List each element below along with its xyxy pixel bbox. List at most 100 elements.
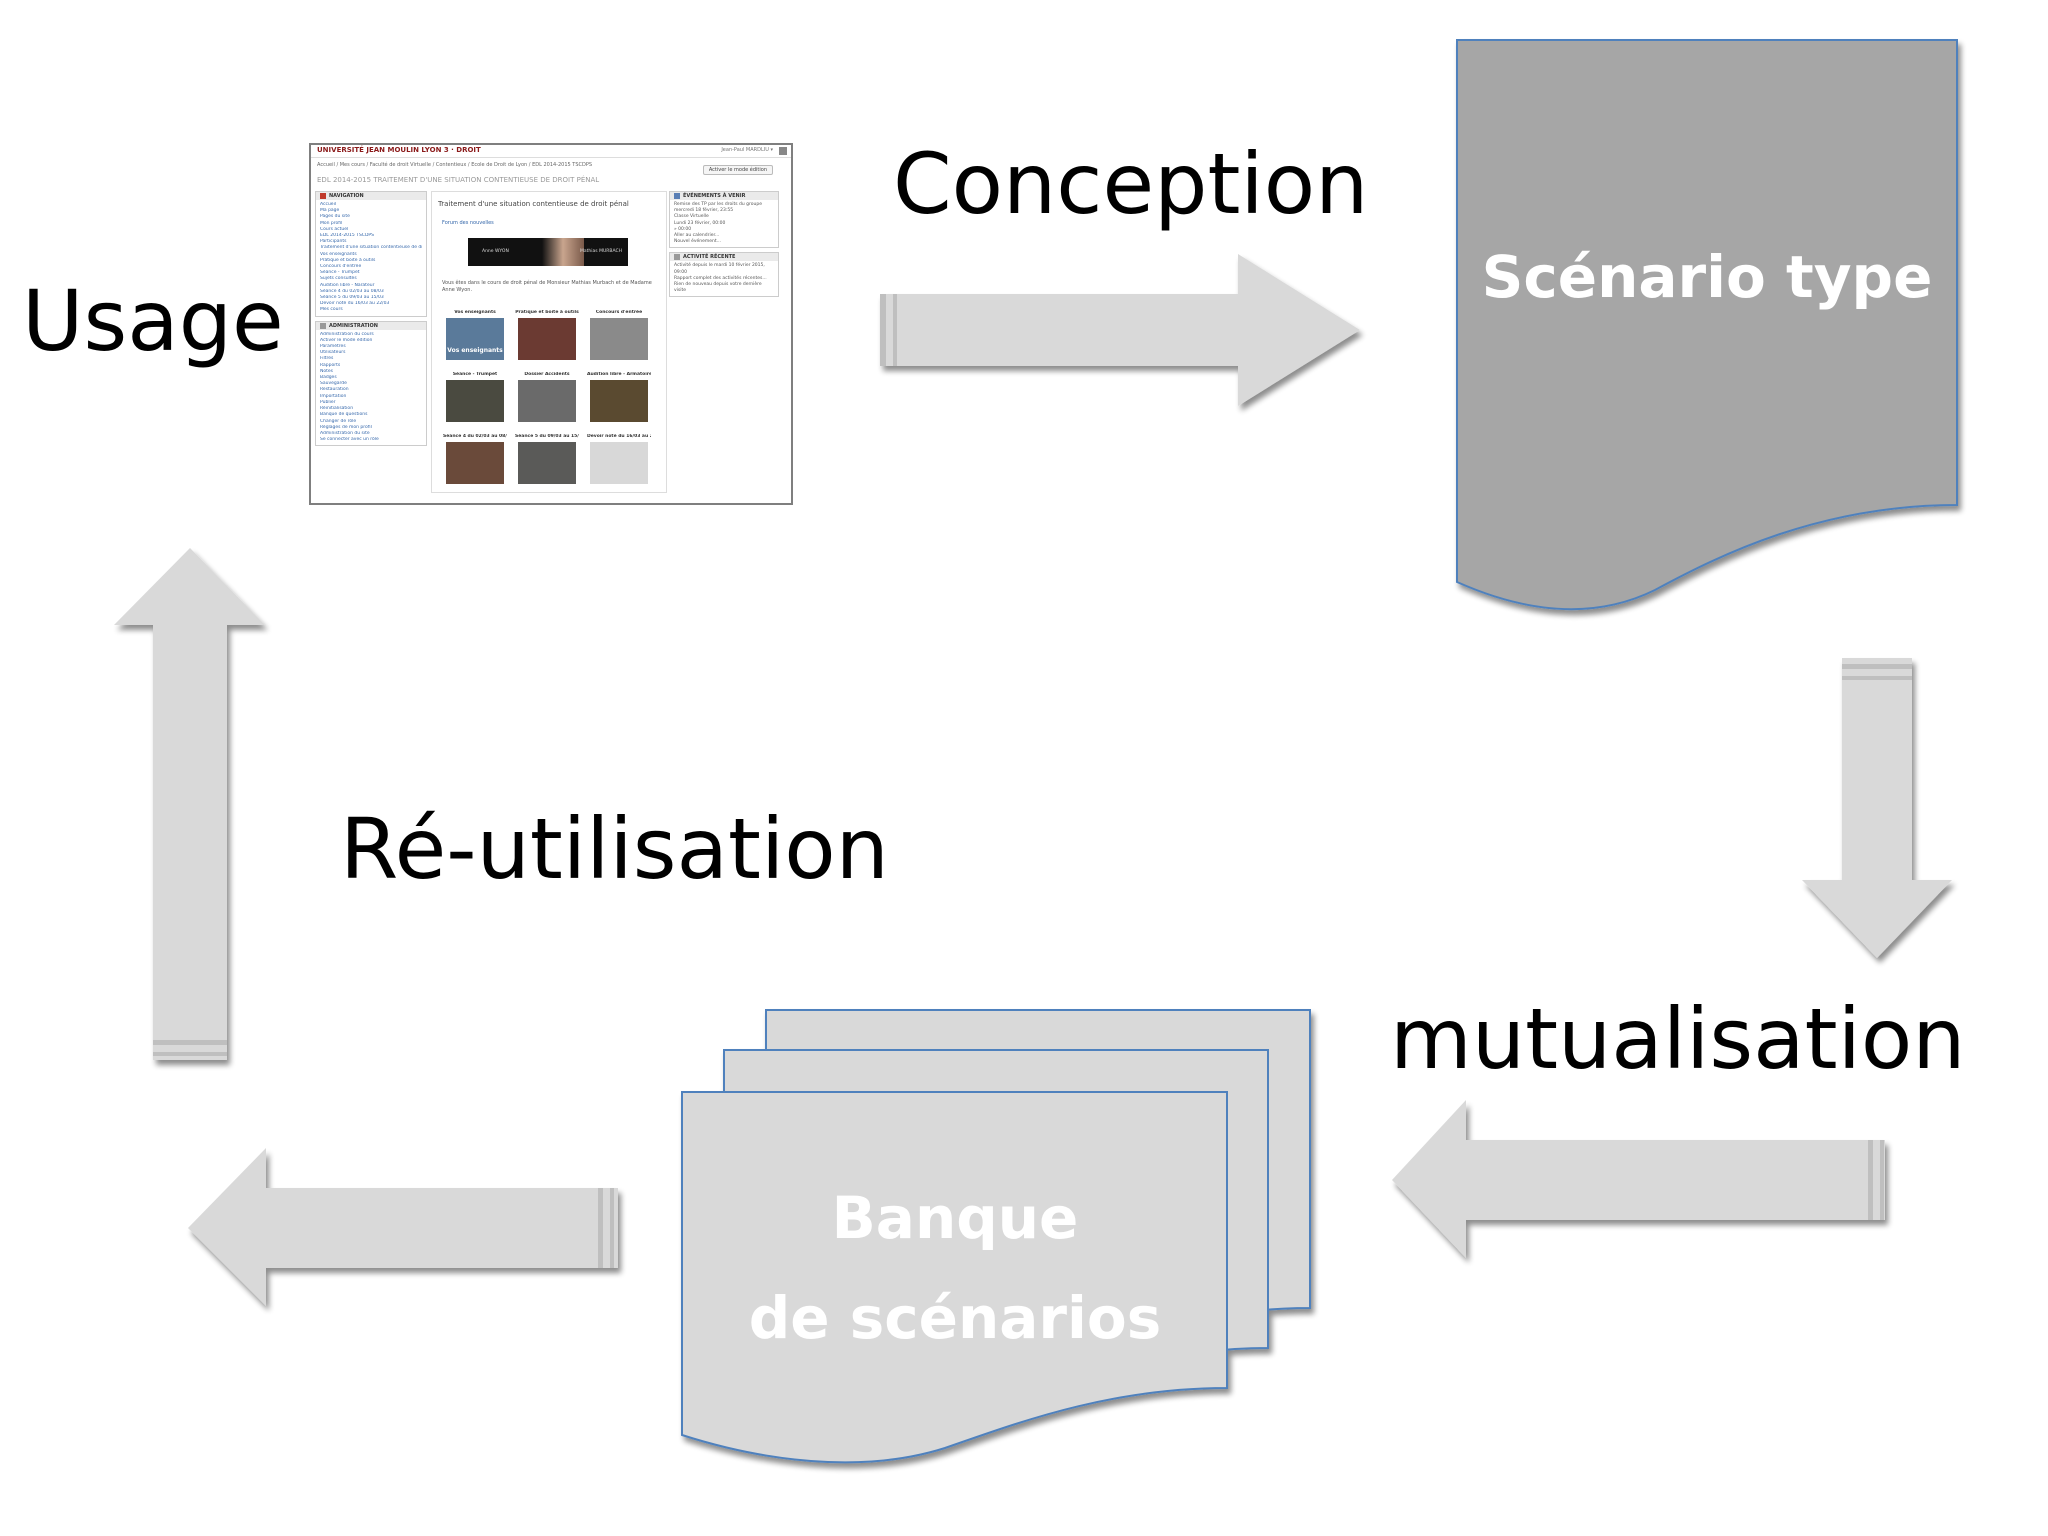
admin-item: Importation bbox=[320, 393, 347, 399]
course-banner: Anne WYON Mathias MURBACH bbox=[468, 238, 628, 266]
admin-item: Changer de rôle bbox=[320, 418, 357, 424]
right-column: ÉVÉNEMENTS À VENIR Remise des TP par les… bbox=[669, 191, 779, 301]
thumbnail-caption: Audition libre - Armatoire bbox=[587, 372, 651, 377]
admin-item: Administration du cours bbox=[320, 331, 374, 337]
banque-de-scenarios-stack: Banque de scénarios bbox=[681, 1009, 1311, 1464]
course-content: Traitement d'une situation contentieuse … bbox=[431, 191, 667, 493]
nav-item: Participants bbox=[320, 239, 347, 245]
nav-item: Ma page bbox=[320, 208, 340, 214]
admin-item: Filtres bbox=[320, 356, 334, 362]
reutilisation-label: Ré-utilisation bbox=[340, 800, 889, 898]
admin-item: Utilisateurs bbox=[320, 350, 346, 356]
course-heading: EDL 2014-2015 TRAITEMENT D'UNE SITUATION… bbox=[317, 176, 600, 184]
thumbnail-caption: Dossier Accidents bbox=[524, 372, 570, 377]
nav-item: EDL 2014-2015 TSCDPS bbox=[320, 233, 374, 239]
nav-item: Séance 5 du 09/03 au 15/03 bbox=[320, 295, 384, 301]
event-item: Aller au calendrier... bbox=[674, 233, 720, 239]
breadcrumb: Accueil / Mes cours / Faculté de droit V… bbox=[317, 162, 593, 168]
thumbnail-image bbox=[590, 318, 648, 360]
event-item: Nouvel événement... bbox=[674, 239, 721, 245]
thumbnail-image bbox=[446, 380, 504, 422]
nav-item: Audition libre - Narateur bbox=[320, 282, 375, 288]
admin-item: Activer le mode édition bbox=[320, 337, 373, 343]
navigation-icon bbox=[320, 193, 326, 199]
thumbnail-image bbox=[518, 380, 576, 422]
banner-name-left: Anne WYON bbox=[482, 249, 509, 254]
thumbnail-caption: Devoir noté du 16/03 au 22/03 bbox=[587, 434, 651, 439]
thumbnail-image bbox=[518, 318, 576, 360]
nav-item: Cours actuel bbox=[320, 226, 349, 232]
activity-item: Rien de nouveau depuis votre dernière vi… bbox=[674, 282, 762, 294]
arrow-to-banque bbox=[1392, 1100, 1885, 1258]
admin-item: Restauration bbox=[320, 387, 349, 393]
nav-item: Mon profil bbox=[320, 220, 343, 226]
thumbnail-image bbox=[446, 442, 504, 484]
admin-item: Publier bbox=[320, 399, 336, 405]
user-menu: Jean-Paul MARDLIU ▾ bbox=[721, 147, 773, 153]
admin-item: Réinitialisation bbox=[320, 406, 354, 412]
activity-list: Activité depuis le mardi 10 février 2015… bbox=[670, 261, 778, 296]
course-title: Traitement d'une situation contentieuse … bbox=[438, 200, 629, 208]
usage-label: Usage bbox=[22, 272, 284, 370]
banque-label-line1: Banque bbox=[832, 1184, 1079, 1252]
scenario-type-document: Scénario type bbox=[1456, 39, 1958, 611]
event-item: Lundi 23 février, 00:00 bbox=[674, 220, 726, 226]
university-logo: UNIVERSITÉ JEAN MOULIN LYON 3 · DROIT bbox=[317, 146, 481, 154]
arrow-reutilisation-up bbox=[114, 548, 265, 1060]
nav-item: Séance 4 du 02/03 au 08/03 bbox=[320, 288, 384, 294]
activity-item: Activité depuis le mardi 10 février 2015… bbox=[674, 263, 765, 275]
scenario-type-label: Scénario type bbox=[1482, 243, 1933, 311]
event-item: mercredi 18 février, 23:55 bbox=[674, 208, 734, 214]
admin-item: Administration du site bbox=[320, 430, 370, 436]
activity-icon bbox=[674, 254, 680, 261]
event-item: Classe Virtuelle bbox=[674, 214, 709, 220]
admin-item: Badges bbox=[320, 375, 337, 381]
edit-mode-button: Activer le mode édition bbox=[702, 165, 773, 175]
thumbnail-caption: Pratique et boite à outils bbox=[515, 310, 579, 315]
admin-item: Notes bbox=[320, 368, 333, 374]
banque-doc-front bbox=[681, 1091, 1228, 1464]
nav-item: Séance - Trumpet bbox=[320, 270, 360, 276]
arrow-from-banque bbox=[188, 1148, 618, 1306]
nav-item: Concours d'entrée bbox=[320, 264, 362, 270]
navigation-title: NAVIGATION bbox=[329, 193, 364, 199]
nav-item: Traitement d'une situation contentieuse … bbox=[320, 245, 422, 251]
thumbnail-caption: Séance - Trumpet bbox=[452, 372, 498, 377]
banque-label-line2: de scénarios bbox=[749, 1284, 1162, 1352]
activity-title: ACTIVITÉ RÉCENTE bbox=[683, 254, 736, 261]
events-title: ÉVÉNEMENTS À VENIR bbox=[683, 193, 746, 199]
arrow-conception bbox=[880, 254, 1360, 406]
admin-item: Réglages de mon profil bbox=[320, 424, 372, 430]
admin-item: Sauvegarde bbox=[320, 381, 347, 387]
arrow-mutualisation-down bbox=[1802, 658, 1952, 958]
admin-item: Banque de questions bbox=[320, 412, 368, 418]
administration-title: ADMINISTRATION bbox=[329, 322, 378, 329]
nav-item: Vos enseignants bbox=[320, 251, 357, 257]
course-screenshot: UNIVERSITÉ JEAN MOULIN LYON 3 · DROIT Je… bbox=[309, 143, 793, 505]
event-item: Remise des TP par les droits du groupe bbox=[674, 202, 762, 207]
nav-item: Sujets consultés bbox=[320, 276, 357, 282]
nav-item: Pratique et boite à outils bbox=[320, 257, 376, 263]
thumbnail-image bbox=[590, 380, 648, 422]
events-icon bbox=[674, 193, 680, 199]
thumbnail-caption: Vos enseignants bbox=[454, 310, 496, 315]
course-intro: Vous êtes dans le cours de droit pénal d… bbox=[442, 280, 652, 293]
administration-icon bbox=[320, 322, 326, 329]
nav-item: Devoir noté du 16/03 au 22/03 bbox=[320, 301, 390, 307]
thumbnail-caption: Concours d'entrée bbox=[595, 310, 643, 315]
banner-photo bbox=[542, 238, 584, 266]
activity-block: ACTIVITÉ RÉCENTE Activité depuis le mard… bbox=[669, 252, 779, 298]
thumbnail-image bbox=[518, 442, 576, 484]
activity-item: Rapport complet des activités récentes..… bbox=[674, 275, 767, 281]
event-item: » 00:00 bbox=[674, 226, 692, 232]
thumbnail-caption: Séance 4 du 02/03 au 08/03 bbox=[443, 434, 507, 439]
admin-item: Paramètres bbox=[320, 344, 346, 350]
screenshot-topbar: UNIVERSITÉ JEAN MOULIN LYON 3 · DROIT Je… bbox=[311, 145, 791, 158]
mutualisation-label: mutualisation bbox=[1390, 990, 1966, 1088]
thumbnail-image: Vos enseignants bbox=[446, 318, 504, 360]
